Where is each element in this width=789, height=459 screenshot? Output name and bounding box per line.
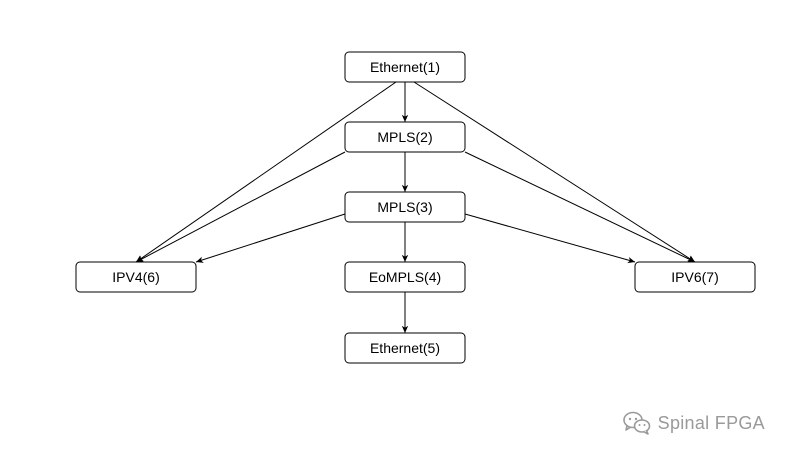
node-box: [344, 332, 466, 364]
node-n6: IPV4(6): [75, 261, 197, 293]
node-box: [344, 191, 466, 223]
edge-n2-n7: [464, 151, 696, 263]
node-box: [75, 261, 197, 293]
edge-n3-n6: [195, 213, 346, 263]
edge-n2-n6: [135, 151, 346, 263]
node-box: [634, 261, 756, 293]
edges: [135, 81, 696, 333]
node-n7: IPV6(7): [634, 261, 756, 293]
edge-n1-n6: [135, 81, 397, 263]
node-n3: MPLS(3): [344, 191, 466, 223]
node-label: IPV6(7): [671, 269, 718, 285]
node-box: [344, 121, 466, 153]
node-label: MPLS(2): [377, 129, 432, 145]
node-box: [344, 51, 466, 83]
node-box: [344, 261, 466, 293]
node-label: Ethernet(1): [370, 59, 440, 75]
edge-n3-n7: [464, 213, 636, 264]
node-label: EoMPLS(4): [369, 269, 441, 285]
node-n1: Ethernet(1): [344, 51, 466, 83]
watermark-text: Spinal FPGA: [657, 412, 765, 433]
edge-n1-n7: [413, 81, 696, 263]
node-label: IPV4(6): [112, 269, 159, 285]
node-n4: EoMPLS(4): [344, 261, 466, 293]
node-n5: Ethernet(5): [344, 332, 466, 364]
node-n2: MPLS(2): [344, 121, 466, 153]
watermark: Spinal FPGA: [622, 409, 765, 437]
node-label: MPLS(3): [377, 199, 432, 215]
nodes: Ethernet(1) MPLS(2) MPLS(3) EoMPLS(4) Ethern…: [75, 51, 756, 364]
node-label: Ethernet(5): [370, 340, 440, 356]
wechat-icon: [622, 411, 650, 435]
